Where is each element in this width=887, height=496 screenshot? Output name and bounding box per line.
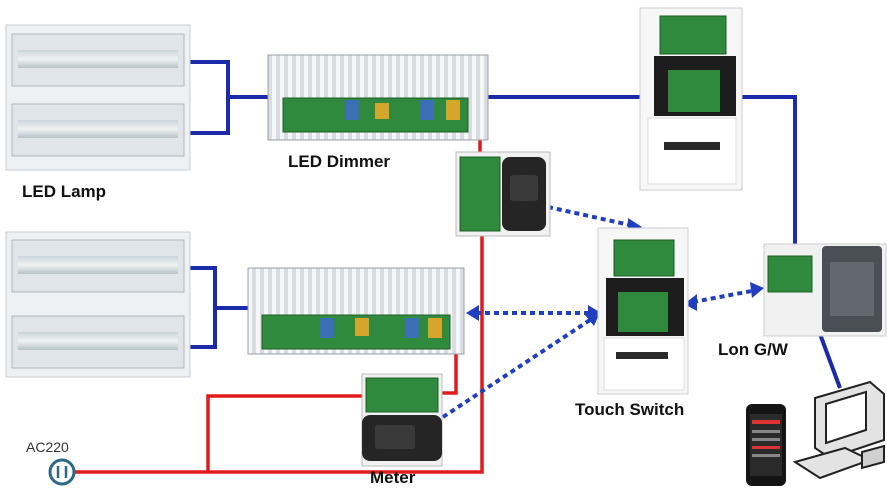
led-lamp-top-group [5, 24, 191, 171]
lon-gateway-icon [763, 243, 887, 337]
dotted-links [441, 205, 758, 419]
arrow-to-switch-right [684, 294, 697, 311]
led-dimmer-board-icon [267, 54, 489, 141]
smartphone-icon [746, 404, 786, 486]
led-lamp-icon [11, 33, 185, 157]
arrow-to-dimmer-bottom [466, 305, 479, 321]
led-lamp-icon [11, 239, 185, 369]
led-lamp-bottom-group [5, 231, 191, 378]
led-lamp-label: LED Lamp [22, 182, 107, 201]
wire-meter-bottom-to-dimmer [440, 346, 458, 395]
arrow-to-lon [750, 282, 764, 298]
meter-device-icon [455, 151, 551, 237]
touch-switch-label: Touch Switch [575, 400, 685, 419]
arrow-to-switch-left-2 [585, 312, 600, 326]
wire-bottom-lamps [188, 266, 217, 349]
wire-top-lamps [190, 60, 230, 135]
led-dimmer-label: LED Dimmer [288, 152, 391, 171]
meter-device-icon [361, 373, 443, 467]
touch-switch-icon [639, 7, 743, 191]
led-dimmer-board-icon [247, 267, 465, 355]
wire-ac-branch [206, 394, 365, 472]
dotted-meter-top-to-switch [547, 205, 631, 227]
wire-switch-to-lon [738, 95, 797, 262]
touch-switch-icon [597, 227, 689, 395]
wire-lon-to-pc [818, 333, 842, 389]
desktop-computer-icon [792, 380, 885, 480]
red-wires [70, 140, 484, 474]
ac220-label: AC220 [26, 439, 69, 455]
blue-wires [188, 60, 842, 389]
meter-label: Meter [370, 468, 416, 487]
lon-gw-label: Lon G/W [718, 340, 788, 359]
power-outlet-icon [48, 458, 76, 486]
dotted-meter-bottom-to-switch [441, 318, 592, 419]
dotted-switch-to-lon [692, 288, 758, 304]
